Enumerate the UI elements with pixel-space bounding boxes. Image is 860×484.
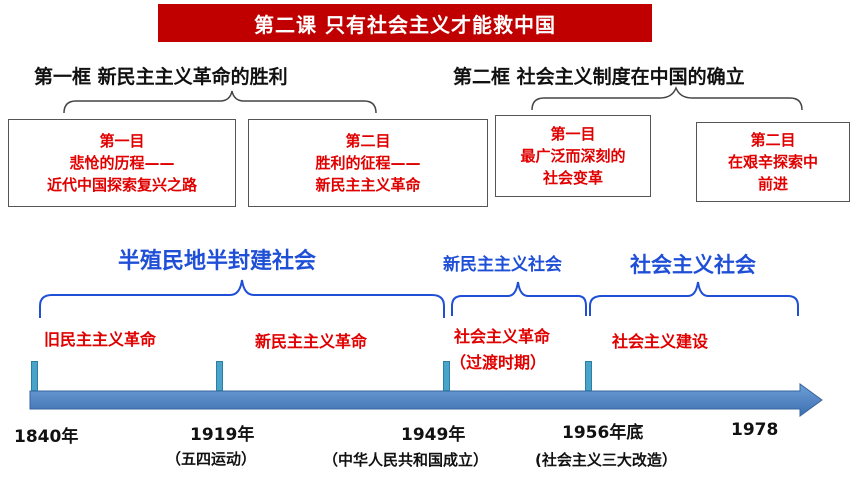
box-frame1-section1: 第一目 悲怆的历程—— 近代中国探索复兴之路 bbox=[8, 119, 236, 207]
box-frame1-section2: 第二目 胜利的征程—— 新民主主义革命 bbox=[248, 119, 488, 207]
box-line: 最广泛而深刻的 bbox=[520, 147, 626, 165]
note-may-fourth: （五四运动） bbox=[166, 450, 257, 468]
socialist-construction: 社会主义建设 bbox=[612, 332, 709, 351]
semi-brace bbox=[39, 279, 445, 318]
frame1-brace bbox=[63, 90, 377, 114]
period-new-democratic: 新民主主义社会 bbox=[443, 255, 562, 275]
tick-1956 bbox=[585, 361, 592, 391]
lesson-title: 第二课 只有社会主义才能救中国 bbox=[158, 4, 652, 42]
box-line: 第二目 bbox=[345, 132, 391, 150]
box-frame2-section1: 第一目 最广泛而深刻的 社会变革 bbox=[495, 115, 651, 197]
newdem-brace bbox=[451, 281, 587, 316]
box-line: 新民主主义革命 bbox=[315, 176, 421, 194]
year-1919: 1919年 bbox=[190, 425, 255, 445]
period-semi-colonial: 半殖民地半封建社会 bbox=[118, 249, 317, 274]
box-line: 在艰辛探索中 bbox=[727, 153, 818, 171]
frame2-title: 第二框 社会主义制度在中国的确立 bbox=[453, 66, 745, 88]
frame1-title: 第一框 新民主主义革命的胜利 bbox=[34, 66, 288, 88]
old-democratic-revolution: 旧民主主义革命 bbox=[44, 330, 157, 349]
period-socialist: 社会主义社会 bbox=[630, 253, 756, 277]
year-1840: 1840年 bbox=[14, 427, 79, 447]
box-line: 社会变革 bbox=[542, 169, 603, 187]
year-1956: 1956年底 bbox=[562, 423, 644, 443]
socialist-revolution: 社会主义革命 bbox=[454, 327, 551, 346]
frame2-brace bbox=[531, 85, 803, 111]
transition-period: （过渡时期） bbox=[450, 353, 547, 372]
note-three-transformations: (社会主义三大改造） bbox=[535, 451, 677, 469]
tick-1949 bbox=[443, 361, 450, 391]
box-line: 近代中国探索复兴之路 bbox=[46, 176, 197, 194]
new-democratic-revolution: 新民主主义革命 bbox=[255, 332, 368, 351]
tick-1840 bbox=[31, 361, 38, 391]
box-line: 悲怆的历程—— bbox=[69, 154, 175, 172]
box-line: 第一目 bbox=[99, 132, 145, 150]
box-line: 第一目 bbox=[550, 125, 596, 143]
box-line: 前进 bbox=[757, 175, 788, 193]
timeline-arrow bbox=[29, 383, 823, 417]
note-prc-founding: （中华人民共和国成立） bbox=[323, 451, 489, 469]
box-frame2-section2: 第二目 在艰辛探索中 前进 bbox=[696, 122, 850, 202]
year-1978: 1978 bbox=[731, 420, 779, 440]
tick-1919 bbox=[216, 361, 223, 391]
box-line: 胜利的征程—— bbox=[315, 154, 421, 172]
socialist-brace bbox=[589, 281, 799, 316]
box-line: 第二目 bbox=[750, 131, 796, 149]
year-1949: 1949年 bbox=[401, 425, 466, 445]
